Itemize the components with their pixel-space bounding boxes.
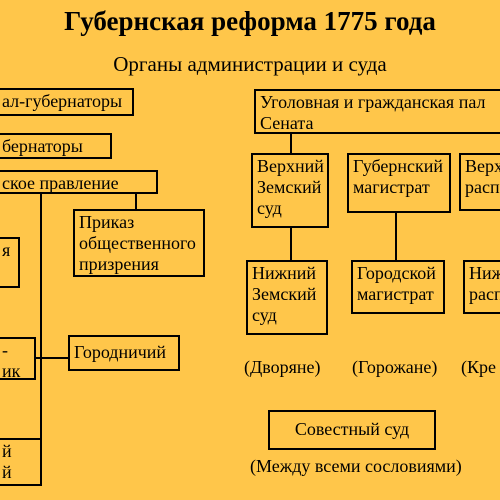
estate-peasants-label: (Кре	[461, 357, 496, 377]
lower-rasprava-box: Ниж расп	[463, 260, 500, 314]
connector-line	[40, 192, 42, 462]
provincial-magistrate-box: Губернский магистрат	[347, 153, 451, 213]
city-magistrate-box: Городской магистрат	[351, 260, 445, 314]
cut-box-left-1: я	[0, 237, 20, 288]
all-estates-label: (Между всеми сословиями)	[250, 456, 462, 476]
estate-nobles-label: (Дворяне)	[244, 357, 321, 377]
connector-line	[290, 228, 292, 261]
estate-townspeople-label: (Горожане)	[352, 357, 438, 377]
cut-box-left-2: - ик	[0, 337, 36, 380]
page-title: Губернская реформа 1775 года	[64, 6, 436, 36]
cut-box-left-3: й й суд	[0, 438, 42, 486]
page-subtitle: Органы администрации и суда	[113, 52, 387, 76]
connector-line	[290, 133, 292, 154]
gorodnichy-box: Городничий	[68, 335, 180, 371]
conscience-court-box: Совестный суд	[268, 410, 436, 450]
senate-chamber-box: Уголовная и гражданская пал Сената	[254, 89, 500, 134]
connector-line	[135, 192, 137, 210]
lower-zemsky-court-box: Нижний Земский суд	[246, 260, 328, 335]
governors-general-box: ал-губернаторы	[0, 88, 134, 116]
provincial-board-box: ское правление	[0, 170, 158, 194]
connector-line	[18, 357, 70, 359]
upper-rasprava-box: Верх расп	[459, 153, 500, 211]
upper-zemsky-court-box: Верхний Земский суд	[251, 153, 329, 228]
governors-box: бернаторы	[0, 133, 112, 159]
connector-line	[395, 213, 397, 261]
order-of-charity-box: Приказ общественного призрения	[73, 209, 205, 277]
